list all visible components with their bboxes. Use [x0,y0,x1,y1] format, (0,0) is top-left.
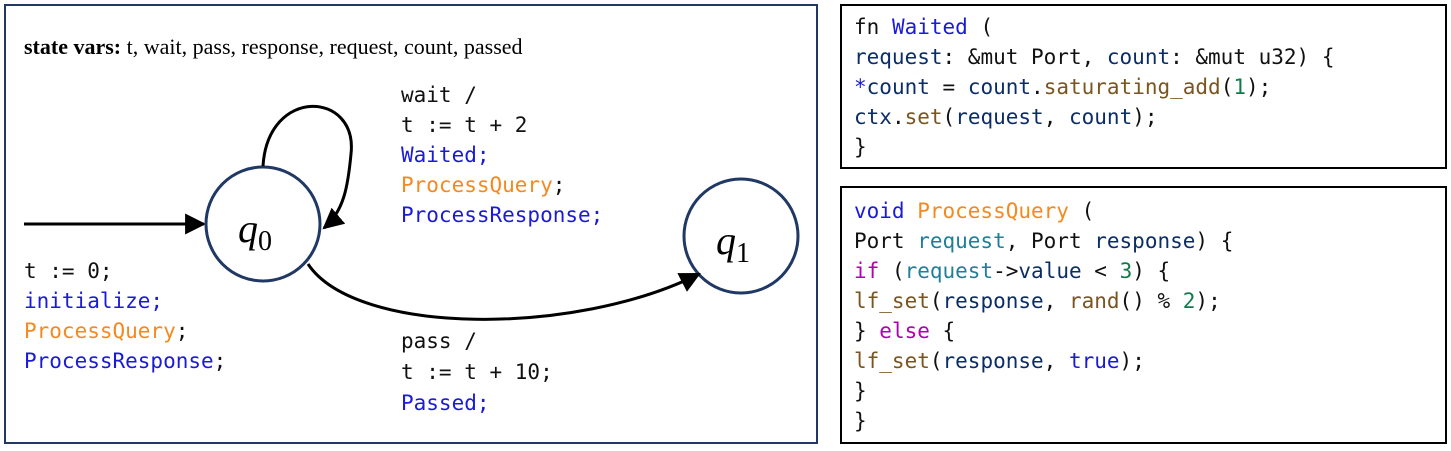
init-update: t := 0; [24,259,113,283]
pq-line-4: lf_set(response, rand() % 2); [854,289,1221,313]
pass-label: pass / t := t + 10; Passed; [401,329,553,415]
pass-guard: pass / [401,329,477,353]
init-action-initialize: initialize; [24,289,163,313]
waited-line-4: ctx.set(request, count); [854,105,1158,129]
state-q0 [204,165,322,283]
waited-line-5: } [854,135,867,159]
init-label: t := 0; initialize; ProcessQuery; Proces… [24,259,226,373]
pq-line-8: } [854,409,867,433]
state-machine-panel: state vars: t, wait, pass, response, req… [4,4,818,444]
processquery-code-panel: void ProcessQuery ( Port request, Port r… [840,186,1447,444]
self-loop-action-processresponse: ProcessResponse; [401,203,603,227]
self-loop-action-processquery: ProcessQuery; [401,173,565,197]
state-vars-list: t, wait, pass, response, request, count,… [121,34,522,59]
self-loop-action-waited: Waited; [401,143,490,167]
self-loop-arrow [261,104,353,230]
state-q1 [682,177,800,295]
processquery-code-block: void ProcessQuery ( Port request, Port r… [854,199,1233,433]
pass-transition-arrow [306,263,701,321]
state-machine-diagram: state vars: t, wait, pass, response, req… [24,34,800,415]
pq-line-3: if (request->value < 3) { [854,259,1170,283]
state-vars-header: state vars: t, wait, pass, response, req… [24,34,523,59]
waited-line-2: request: &mut Port, count: &mut u32) { [854,45,1334,69]
self-loop-label: wait / t := t + 2 Waited; ProcessQuery; … [401,83,603,227]
pass-action-passed: Passed; [401,391,490,415]
waited-line-1: fn Waited ( [854,15,993,39]
state-q1-label: q1 [716,218,750,269]
pq-line-1: void ProcessQuery ( [854,199,1094,223]
pq-line-5: } else { [854,319,955,343]
pq-line-7: } [854,379,867,403]
state-vars-label: state vars: [24,34,121,59]
waited-code-panel: fn Waited ( request: &mut Port, count: &… [840,4,1447,169]
pq-line-6: lf_set(response, true); [854,349,1145,373]
state-q0-label: q0 [238,206,272,257]
waited-code-block: fn Waited ( request: &mut Port, count: &… [854,15,1334,159]
self-loop-guard: wait / [401,83,477,107]
waited-line-3: *count = count.saturating_add(1); [854,75,1271,99]
self-loop-update: t := t + 2 [401,113,527,137]
init-action-processresponse: ProcessResponse; [24,349,226,373]
pass-update: t := t + 10; [401,360,553,384]
pq-line-2: Port request, Port response) { [854,229,1233,253]
init-action-processquery: ProcessQuery; [24,319,188,343]
